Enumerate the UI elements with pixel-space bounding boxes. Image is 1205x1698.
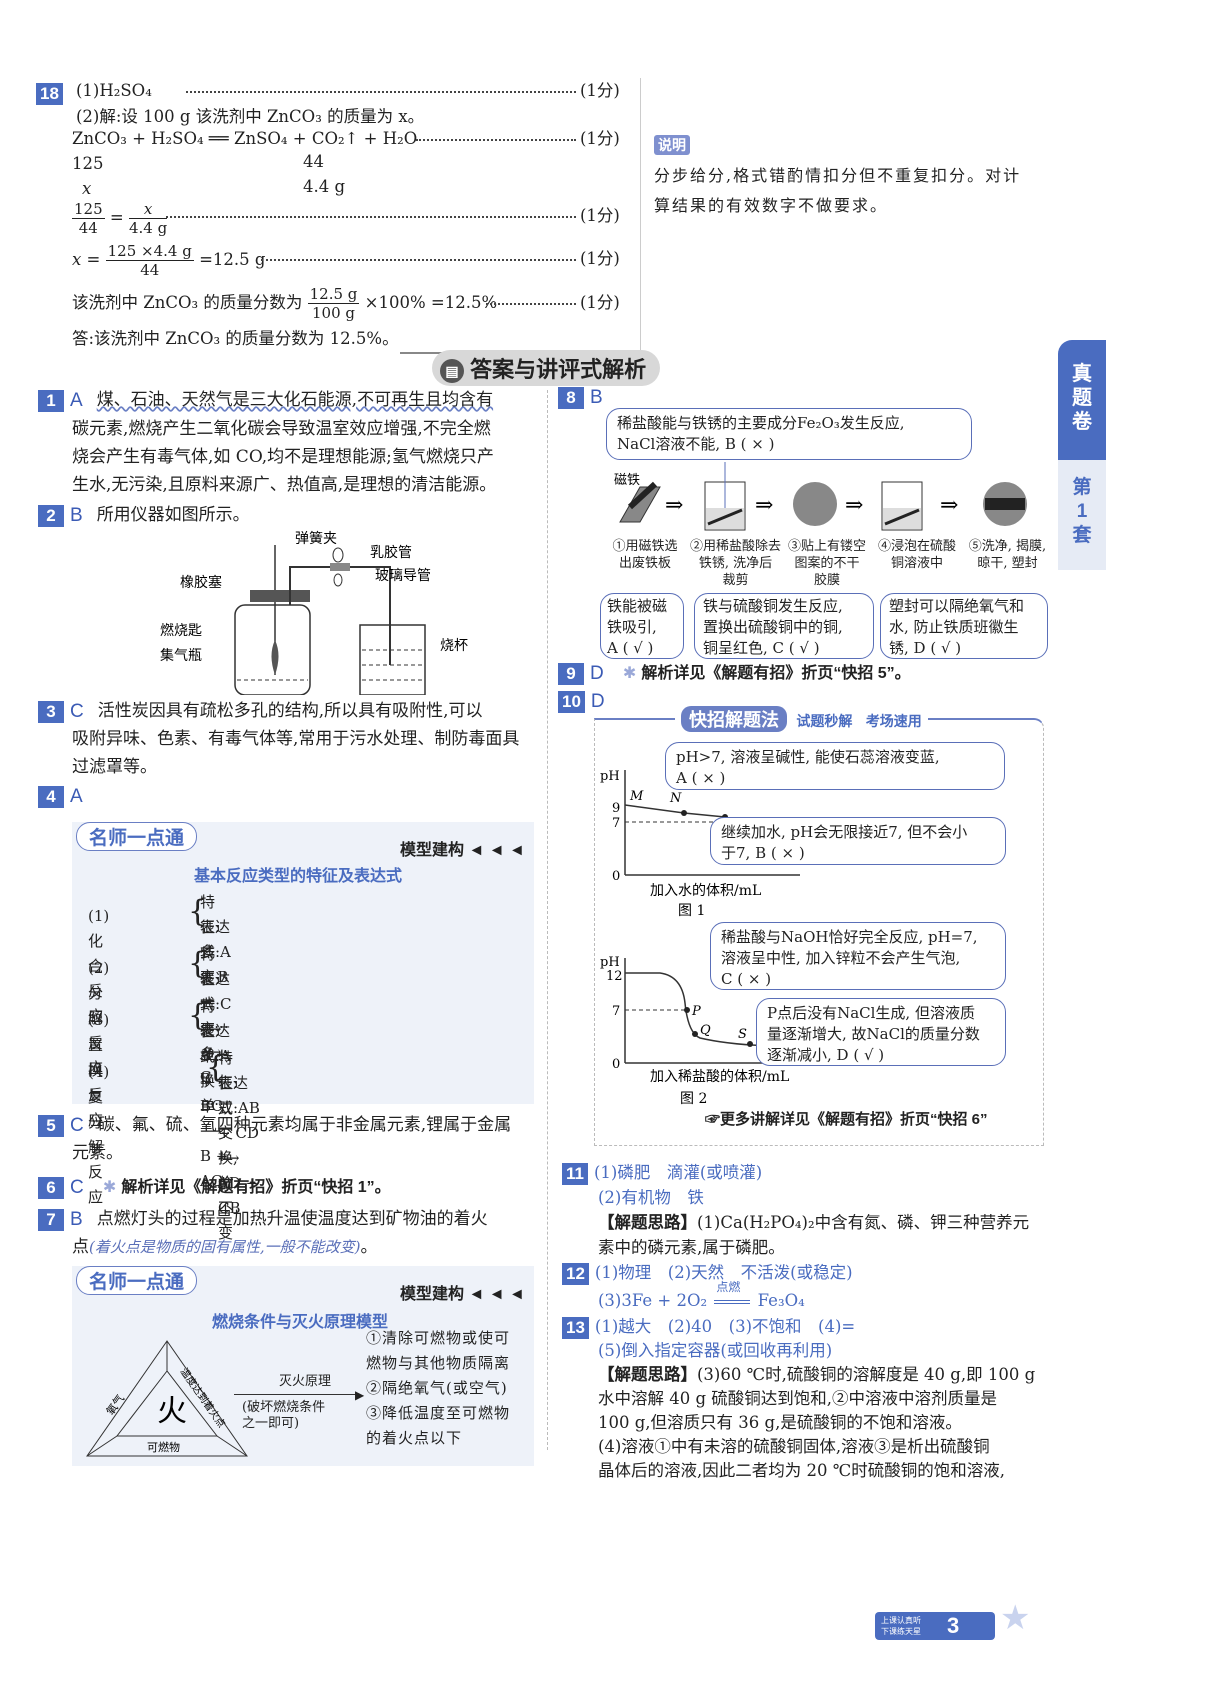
- svg-text:⇒: ⇒: [940, 493, 958, 518]
- svg-text:⇒: ⇒: [845, 493, 863, 518]
- unknown-x: x: [82, 179, 92, 198]
- section-title: ▤ 答案与讲评式解析: [432, 350, 661, 386]
- callout-box: pH>7, 溶液呈碱性, 能使石蕊溶液变蓝,A ( × ): [665, 742, 1005, 790]
- chart-ph-acid: pH 0 12 7 P Q S 加入稀盐酸的体积/mL 图 2: [600, 955, 810, 1107]
- quick-method-panel: 快招解题法 试题秒解 考场速用: [594, 706, 1044, 1146]
- q18-line1: (1)H₂SO₄: [76, 81, 152, 100]
- side-tab-volume[interactable]: 真题卷: [1058, 340, 1106, 460]
- callout-box: 继续加水, pH会无限接近7, 但不会小于7, B ( × ): [710, 817, 1006, 865]
- svg-text:12: 12: [606, 969, 623, 984]
- callout-box: 铁与硫酸铜发生反应,置换出硫酸铜中的铜,铜呈红色, C ( √ ): [694, 593, 874, 659]
- score: (1分): [580, 206, 620, 225]
- tip-title: 基本反应类型的特征及表达式: [194, 868, 403, 885]
- mass-znco3: 125: [72, 154, 104, 173]
- svg-text:P: P: [691, 1004, 701, 1019]
- star-mascot-icon: ★: [1000, 1598, 1031, 1638]
- svg-text:玻璃导管: 玻璃导管: [375, 567, 431, 584]
- svg-text:乳胶管: 乳胶管: [370, 544, 412, 561]
- equation: ZnCO₃ + H₂SO₄ ══ ZnSO₄ + CO₂↑ + H₂O: [72, 129, 418, 148]
- fire-triangle-diagram: 火 氧气 温度达到着火点 可燃物: [86, 1340, 248, 1457]
- tip-panel-reaction-types: 名师一点通 模型建构 ◄ ◄ ◄ 基本反应类型的特征及表达式 (1)化合反应 {…: [72, 822, 534, 1242]
- divider: [640, 78, 641, 350]
- q18-line2: (2)解:设 100 g 该洗剂中 ZnCO₃ 的质量为 x。: [76, 107, 425, 126]
- callout-box: 塑封可以隔绝氧气和水, 防止铁质班徽生锈, D ( √ ): [880, 593, 1048, 659]
- etching-process-diagram: 磁铁 ⇒ ⇒ ⇒ ⇒: [614, 462, 1027, 531]
- tip-panel-combustion: 名师一点通 模型建构 ◄ ◄ ◄ 燃烧条件与灭火原理模型 火 氧气 温度达到着火…: [72, 1266, 534, 1466]
- tip-header: 名师一点通: [76, 822, 198, 851]
- column-divider: [547, 390, 548, 1450]
- svg-text:加入水的体积/mL: 加入水的体积/mL: [650, 883, 761, 899]
- star-icon: ✱: [622, 663, 637, 682]
- score: (1分): [580, 249, 620, 268]
- apparatus-diagram: 弹簧夹 乳胶管 玻璃导管 橡胶塞 燃烧匙 集气瓶 烧杯: [160, 531, 468, 695]
- svg-text:加入稀盐酸的体积/mL: 加入稀盐酸的体积/mL: [650, 1069, 789, 1085]
- book-icon: ▤: [440, 359, 464, 384]
- pointing-hand-icon: ☞: [705, 1111, 721, 1128]
- step: ④浸泡在硫酸铜溶液中: [877, 539, 956, 571]
- svg-text:燃烧匙: 燃烧匙: [160, 622, 202, 639]
- star-icon: ✱: [102, 1177, 117, 1196]
- svg-text:烧杯: 烧杯: [440, 638, 468, 654]
- svg-text:火: 火: [157, 1394, 187, 1429]
- callout-box: 稀盐酸与NaOH恰好完全反应, pH=7,溶液呈中性, 加入锌粒不会产生气泡,C…: [710, 922, 1006, 990]
- question-badge: 18: [36, 82, 63, 105]
- svg-text:pH: pH: [600, 955, 620, 970]
- chart-ph-water: pH 0 7 9 M N 加入水的体积/mL 图 1: [600, 769, 800, 919]
- svg-text:弹簧夹: 弹簧夹: [295, 531, 337, 547]
- page-number: 3: [947, 1613, 960, 1638]
- handwritten-note: (着火点是物质的固有属性,一般不能改变): [89, 1238, 361, 1256]
- callout-box: P点后没有NaCl生成, 但溶液质量逐渐增大, 故NaCl的质量分数逐渐减小, …: [756, 998, 1006, 1066]
- svg-text:M: M: [629, 789, 644, 804]
- svg-text:磁铁: 磁铁: [614, 473, 640, 488]
- svg-text:⇒: ⇒: [665, 493, 683, 518]
- callout-box: 稀盐酸能与铁锈的主要成分Fe₂O₃发生反应,NaCl溶液不能, B ( × ): [606, 408, 972, 460]
- svg-text:7: 7: [612, 816, 620, 831]
- svg-text:Q: Q: [700, 1023, 711, 1038]
- note: 说明 分步给分,格式错酌情扣分但不重复扣分。对计 算结果的有效数字不做要求。: [654, 135, 1021, 221]
- svg-text:9: 9: [612, 801, 620, 816]
- mass-co2: 44: [303, 152, 324, 171]
- page-badge: 上课认真听下课练天星 3: [875, 1612, 995, 1640]
- svg-text:集气瓶: 集气瓶: [160, 647, 202, 664]
- svg-text:7: 7: [612, 1004, 620, 1019]
- svg-text:pH: pH: [600, 769, 620, 784]
- extinguish-methods: ①清除可燃物或使可 燃物与其他物质隔离 ②隔绝氧气(或空气) ③降低温度至可燃物…: [366, 1329, 511, 1447]
- score: (1分): [580, 293, 620, 312]
- note-tag: 说明: [654, 135, 690, 155]
- q18-answer: 答:该洗剂中 ZnCO₃ 的质量分数为 12.5%。: [72, 329, 399, 348]
- svg-text:0: 0: [612, 1057, 620, 1072]
- svg-text:S: S: [738, 1027, 747, 1042]
- score: (1分): [580, 129, 620, 148]
- callout-box: 铁能被磁铁吸引,A ( √ ): [600, 593, 684, 659]
- svg-text:0: 0: [612, 869, 620, 884]
- more-link[interactable]: ☞更多讲解详见《解题有招》折页“快招 6”: [705, 1111, 988, 1128]
- svg-text:N: N: [669, 791, 682, 806]
- svg-text:图 2: 图 2: [680, 1091, 707, 1107]
- step: ②用稀盐酸除去铁锈, 洗净后裁剪: [689, 539, 781, 588]
- step: ③贴上有镂空图案的不干胶膜: [787, 539, 866, 588]
- step: ⑤洗净, 揭膜,晾干, 塑封: [968, 539, 1047, 571]
- note-text: 分步给分,格式错酌情扣分但不重复扣分。对计 算结果的有效数字不做要求。: [654, 166, 1022, 215]
- score: (1分): [580, 81, 620, 100]
- svg-text:氧气: 氧气: [103, 1392, 127, 1418]
- svg-text:可燃物: 可燃物: [147, 1440, 180, 1454]
- co2-value: 4.4 g: [303, 177, 346, 196]
- svg-text:图 1: 图 1: [678, 903, 705, 919]
- svg-text:橡胶塞: 橡胶塞: [180, 574, 222, 591]
- step: ①用磁铁选出废铁板: [612, 539, 678, 571]
- svg-text:⇒: ⇒: [755, 493, 773, 518]
